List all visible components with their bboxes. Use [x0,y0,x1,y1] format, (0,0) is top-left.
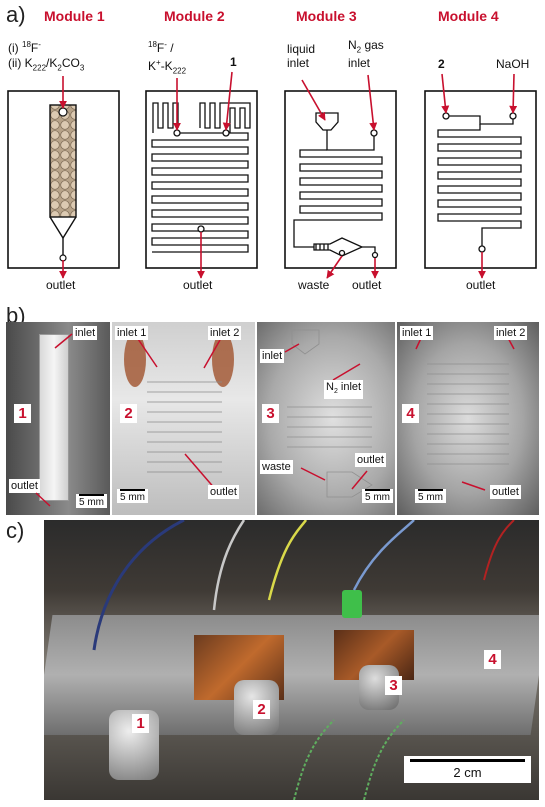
module-3-liquid-inlet-label: inlet [287,56,310,70]
module-2-kryptofix-label: K+-K222 [148,58,187,76]
photo-4-outlet-label: outlet [490,485,521,499]
panel-c-label: c) [6,518,25,543]
photo-3-inlet-label: inlet [260,349,285,363]
module-2-fluoride-label: 18F- / [148,40,174,55]
module-3-schematic [284,74,397,279]
green-connector [342,590,362,618]
photo-4-inlet-2-label: inlet 2 [494,326,528,340]
photo-assembled-platform: 1 2 3 4 2 cm [44,520,539,800]
photo-4-number: 4 [402,404,419,423]
module-1-column [39,334,69,501]
photo-2-wire-left [124,332,146,387]
photo-2-channels [137,338,222,491]
photo-3-channels [284,329,373,498]
platform-tubing [92,520,515,800]
photo-module-4: 4 inlet 1 inlet 2 outlet 5 mm [397,322,539,515]
module-4-title: Module 4 [438,8,499,24]
module-1-title: Module 1 [44,8,105,24]
platform-scale-bar: 2 cm [404,756,531,783]
panel-b-label: b) [6,303,26,328]
photo-3-scale-bar: 5 mm [362,489,393,503]
photo-4-inlet-1-label: inlet 1 [400,326,434,340]
photo-3-number: 3 [262,404,279,423]
photo-2-inlet-1-label: inlet 1 [115,326,149,340]
platform-module-4-number: 4 [484,650,501,669]
photo-1-inlet-label: inlet [73,326,98,340]
photo-module-1: 1 inlet outlet 5 mm [6,322,110,515]
photo-2-outlet-label: outlet [208,485,239,499]
photo-2-scale-bar: 5 mm [117,489,148,503]
platform-module-2-number: 2 [253,700,270,719]
module-2-schematic [145,71,258,279]
photo-3-waste-label: waste [260,460,293,474]
photo-2-serpentine [147,381,222,473]
module-4-outlet-label: outlet [466,278,496,292]
photo-module-3: 3 inlet N2 inlet waste outlet 5 mm [257,322,395,515]
platform-module-1-number: 1 [132,714,149,733]
panel-a-label: a) [6,2,26,27]
photo-1-arrows [35,333,73,507]
photo-3-serpentine [287,329,373,498]
photo-4-channels [415,335,515,491]
photo-1-number: 1 [14,404,31,423]
module-3-outlet-label: outlet [352,278,382,292]
module-schematics [7,71,537,279]
module-4-schematic [424,73,537,279]
photo-1-outlet-label: outlet [9,479,40,493]
photo-4-scale-bar: 5 mm [415,489,446,503]
photo-3-gas-inlet-label: N2 inlet [324,380,364,400]
module-3-waste-label: waste [298,278,330,292]
module-2-outlet-label: outlet [183,278,213,292]
module-3-gas-inlet-label: inlet [348,56,371,70]
photo-4-serpentine [427,363,509,465]
photo-2-number: 2 [120,404,137,423]
module-2-title: Module 2 [164,8,225,24]
module-1-reagent-1: (i) 18F- [8,40,41,55]
module-1-schematic [7,76,120,279]
photo-2-inlet-2-label: inlet 2 [208,326,242,340]
module-3-liquid-label: liquid [287,42,316,56]
platform-module-3-number: 3 [385,676,402,695]
module-1-outlet-label: outlet [46,278,76,292]
module-4-input-number: 2 [438,57,445,71]
photo-module-2: 2 inlet 1 inlet 2 outlet 5 mm [112,322,255,515]
module-3-title: Module 3 [296,8,357,24]
photo-1-scale-bar: 5 mm [76,494,107,508]
module-4-naoh-label: NaOH [496,57,530,71]
module-1-reagent-2: (ii) K222/K2CO3 [8,56,85,73]
photo-3-outlet-label: outlet [355,453,386,467]
module-2-input-number: 1 [230,55,237,69]
module-3-gas-label: N2 gas [348,38,384,55]
